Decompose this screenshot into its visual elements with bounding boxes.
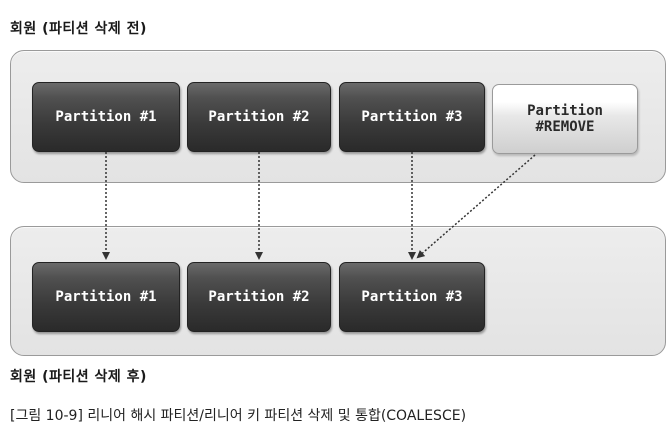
partition-1-after: Partition #1 [32,262,180,332]
partition-2-after: Partition #2 [187,262,331,332]
figure-caption: [그림 10-9] 리니어 해시 파티션/리니어 키 파티션 삭제 및 통합(C… [10,408,467,424]
partition-3-before: Partition #3 [339,82,485,152]
after-heading: 회원 (파티션 삭제 후) [10,369,147,385]
partition-1-before: Partition #1 [32,82,180,152]
arrow-remove-to-partition-3 [416,154,536,259]
partition-remove-line1: Partition [527,103,603,119]
partition-3-after: Partition #3 [339,262,485,332]
partition-remove-line2: #REMOVE [535,119,595,135]
partition-2-before: Partition #2 [187,82,331,152]
before-heading: 회원 (파티션 삭제 전) [10,21,147,37]
partition-remove: Partition #REMOVE [492,84,638,154]
